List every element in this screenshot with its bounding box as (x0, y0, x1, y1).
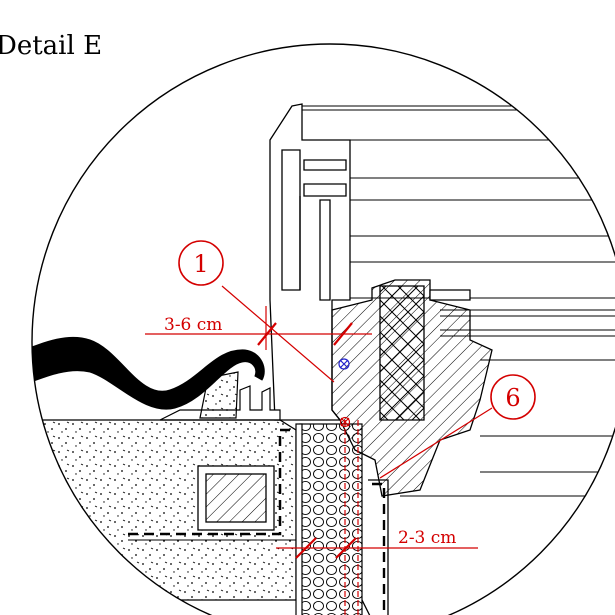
fastener-symbol (338, 358, 350, 370)
timber-batten (197, 465, 275, 531)
flashing (159, 371, 281, 421)
callout-6: 6 (490, 374, 536, 420)
membrane (128, 428, 296, 536)
dimension-label-lower: 2-3 cm (398, 528, 456, 548)
callout-6-label: 6 (505, 384, 520, 412)
detail-circle (31, 43, 615, 615)
right-flashing (361, 479, 389, 615)
dimension-label-upper: 3-6 cm (164, 315, 222, 335)
glazing-lines (300, 105, 615, 497)
callout-1: 1 (178, 240, 224, 286)
roof-tile (32, 336, 265, 410)
leader-callout-1 (221, 285, 335, 383)
annotation-lines (145, 285, 493, 615)
callout-1-label: 1 (193, 250, 208, 278)
sash-profile (269, 103, 351, 421)
insulation (295, 423, 363, 615)
detail-title: Detail E (0, 31, 102, 61)
leader-callout-6 (379, 407, 493, 479)
